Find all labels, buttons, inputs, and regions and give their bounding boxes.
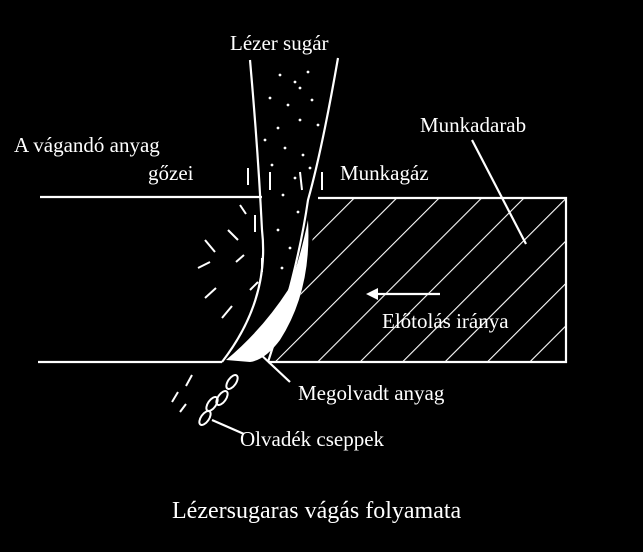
molten-leader <box>257 351 291 383</box>
vapor-arrows <box>197 168 323 319</box>
feed-direction-arrow <box>366 288 440 300</box>
workpiece-label: Munkadarab <box>420 113 526 137</box>
workpiece-body <box>268 196 568 364</box>
work-gas-label: Munkagáz <box>340 161 429 185</box>
diagram-caption: Lézersugaras vágás folyamata <box>172 498 462 524</box>
melt-droplets-label: Olvadék cseppek <box>240 427 385 451</box>
melt-droplets <box>171 374 239 426</box>
laser-beam-label: Lézer sugár <box>230 31 329 55</box>
feed-direction-label: Előtolás iránya <box>382 309 509 333</box>
droplet-leader <box>211 418 245 436</box>
workpiece-leader <box>471 139 527 245</box>
vapors-label-line2: gőzei <box>148 161 194 185</box>
vapors-label-line1: A vágandó anyag <box>14 133 160 157</box>
molten-material-label: Megolvadt anyag <box>298 381 445 405</box>
molten-material <box>226 220 309 362</box>
